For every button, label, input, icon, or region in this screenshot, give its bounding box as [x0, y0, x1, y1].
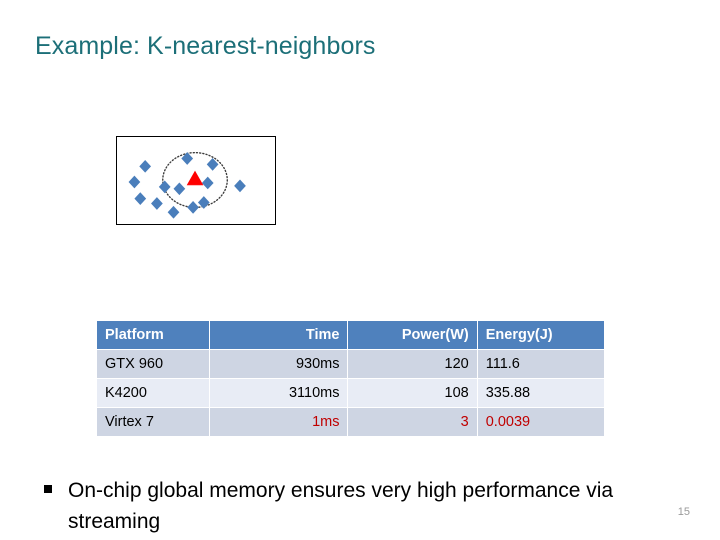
cell-energy: 335.88 — [477, 379, 604, 407]
bullet-item-text: On-chip global memory ensures very high … — [68, 479, 614, 533]
cell-energy: 111.6 — [477, 350, 604, 378]
query-point-triangle-icon — [186, 170, 204, 186]
cell-energy: 0.0039 — [477, 408, 604, 436]
page-title: Example: K-nearest-neighbors — [35, 32, 376, 60]
table-row: K4200 3110ms 108 335.88 — [97, 379, 604, 407]
knn-scatter-diagram — [116, 136, 276, 225]
cell-time: 1ms — [210, 408, 348, 436]
platform-results-table: Platform Time Power(W) Energy(J) GTX 960… — [96, 320, 605, 437]
cell-power: 108 — [348, 379, 477, 407]
bullet-list: On-chip global memory ensures very high … — [44, 475, 704, 537]
column-header-platform: Platform — [97, 321, 210, 349]
column-header-time: Time — [210, 321, 348, 349]
column-header-energy: Energy(J) — [477, 321, 604, 349]
cell-power: 3 — [348, 408, 477, 436]
cell-platform: GTX 960 — [97, 350, 210, 378]
cell-power: 120 — [348, 350, 477, 378]
data-point-diamonds — [128, 152, 246, 219]
column-header-power: Power(W) — [348, 321, 477, 349]
knn-scatter-svg — [128, 151, 246, 219]
cell-platform: Virtex 7 — [97, 408, 210, 436]
table-row: GTX 960 930ms 120 111.6 — [97, 350, 604, 378]
cell-time: 3110ms — [210, 379, 348, 407]
cell-time: 930ms — [210, 350, 348, 378]
square-bullet-icon — [44, 485, 52, 493]
table-row: Virtex 7 1ms 3 0.0039 — [97, 408, 604, 436]
page-number: 15 — [677, 506, 690, 518]
cell-platform: K4200 — [97, 379, 210, 407]
table-header-row: Platform Time Power(W) Energy(J) — [97, 321, 604, 349]
